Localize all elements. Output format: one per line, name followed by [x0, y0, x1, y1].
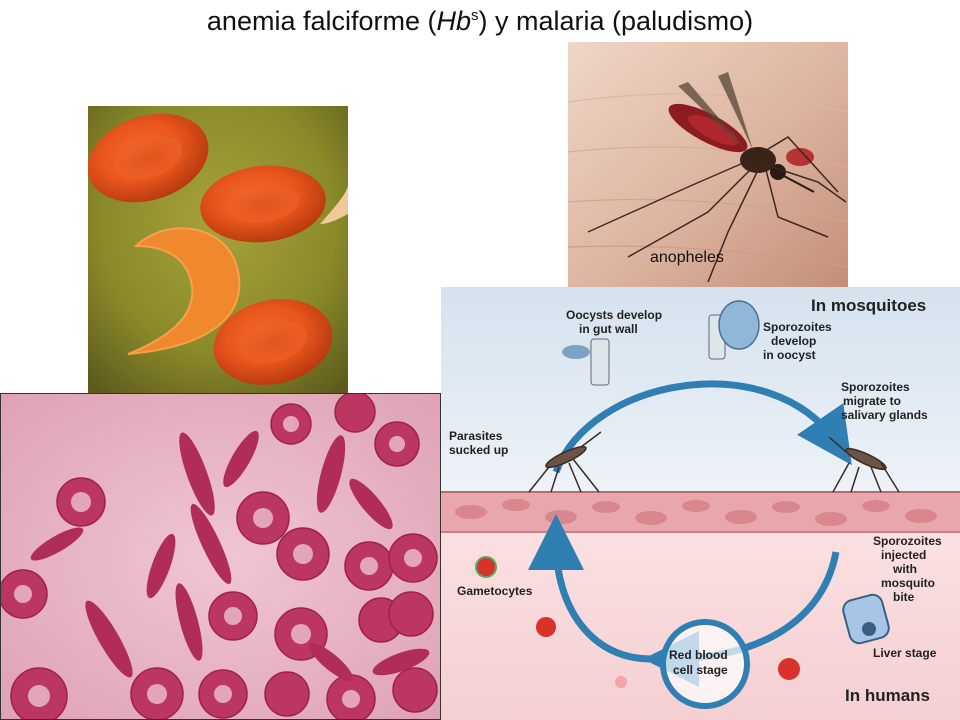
- mosquito-left-icon: [528, 431, 602, 493]
- human-cycle-arrow-left: [528, 514, 652, 663]
- label-sporozoites-migrate-1: Sporozoites: [841, 380, 910, 394]
- sickle-cell-sem-photo: [88, 106, 348, 396]
- label-oocysts-2: in gut wall: [579, 322, 638, 336]
- malaria-life-cycle-diagram: In mosquitoes In humans Oocysts develop …: [441, 287, 960, 720]
- label-sporozoites-injected-3: with: [892, 562, 917, 576]
- blood-smear-photo: [0, 393, 441, 720]
- liver-cell-icon: [842, 593, 890, 645]
- mosquito-right-icon: [828, 436, 900, 493]
- sickle-shaped-cells: [30, 430, 430, 682]
- gametocyte-icon: [475, 556, 497, 578]
- label-red-blood-2: cell stage: [673, 663, 728, 677]
- label-red-blood-1: Red blood: [669, 648, 728, 662]
- label-sporozoites-migrate-3: salivary glands: [841, 408, 928, 422]
- label-sporozoites-migrate-2: migrate to: [843, 394, 901, 408]
- label-sporozoites-injected-5: bite: [893, 590, 915, 604]
- oocyst-icon: [562, 300, 760, 386]
- mosquito-caption: anopheles: [650, 249, 724, 266]
- red-cell-icons: [536, 617, 800, 688]
- label-sporozoites-develop-1: Sporozoites: [763, 320, 832, 334]
- label-sporozoites-injected-4: mosquito: [881, 576, 935, 590]
- label-parasites-2: sucked up: [449, 443, 508, 457]
- slide-title: anemia falciforme (Hbs) y malaria (palud…: [206, 6, 754, 36]
- label-parasites-1: Parasites: [449, 429, 503, 443]
- red-blood-cell-stage-loop: [660, 619, 750, 709]
- label-gametocytes: Gametocytes: [457, 584, 533, 598]
- label-liver-stage: Liver stage: [873, 646, 937, 660]
- label-sporozoites-injected-1: Sporozoites: [873, 534, 942, 548]
- round-red-cells: [1, 394, 438, 719]
- label-sporozoites-develop-2: develop: [771, 334, 816, 348]
- sickle-cell: [127, 227, 241, 355]
- heading-in-humans: In humans: [845, 686, 930, 705]
- mosquito-cycle-arrow: [552, 380, 852, 474]
- label-sporozoites-injected-2: injected: [881, 548, 926, 562]
- anopheles-mosquito-photo: anopheles: [568, 42, 848, 288]
- label-oocysts-1: Oocysts develop: [566, 308, 662, 322]
- label-sporozoites-develop-3: in oocyst: [763, 348, 816, 362]
- heading-in-mosquitoes: In mosquitoes: [811, 296, 926, 315]
